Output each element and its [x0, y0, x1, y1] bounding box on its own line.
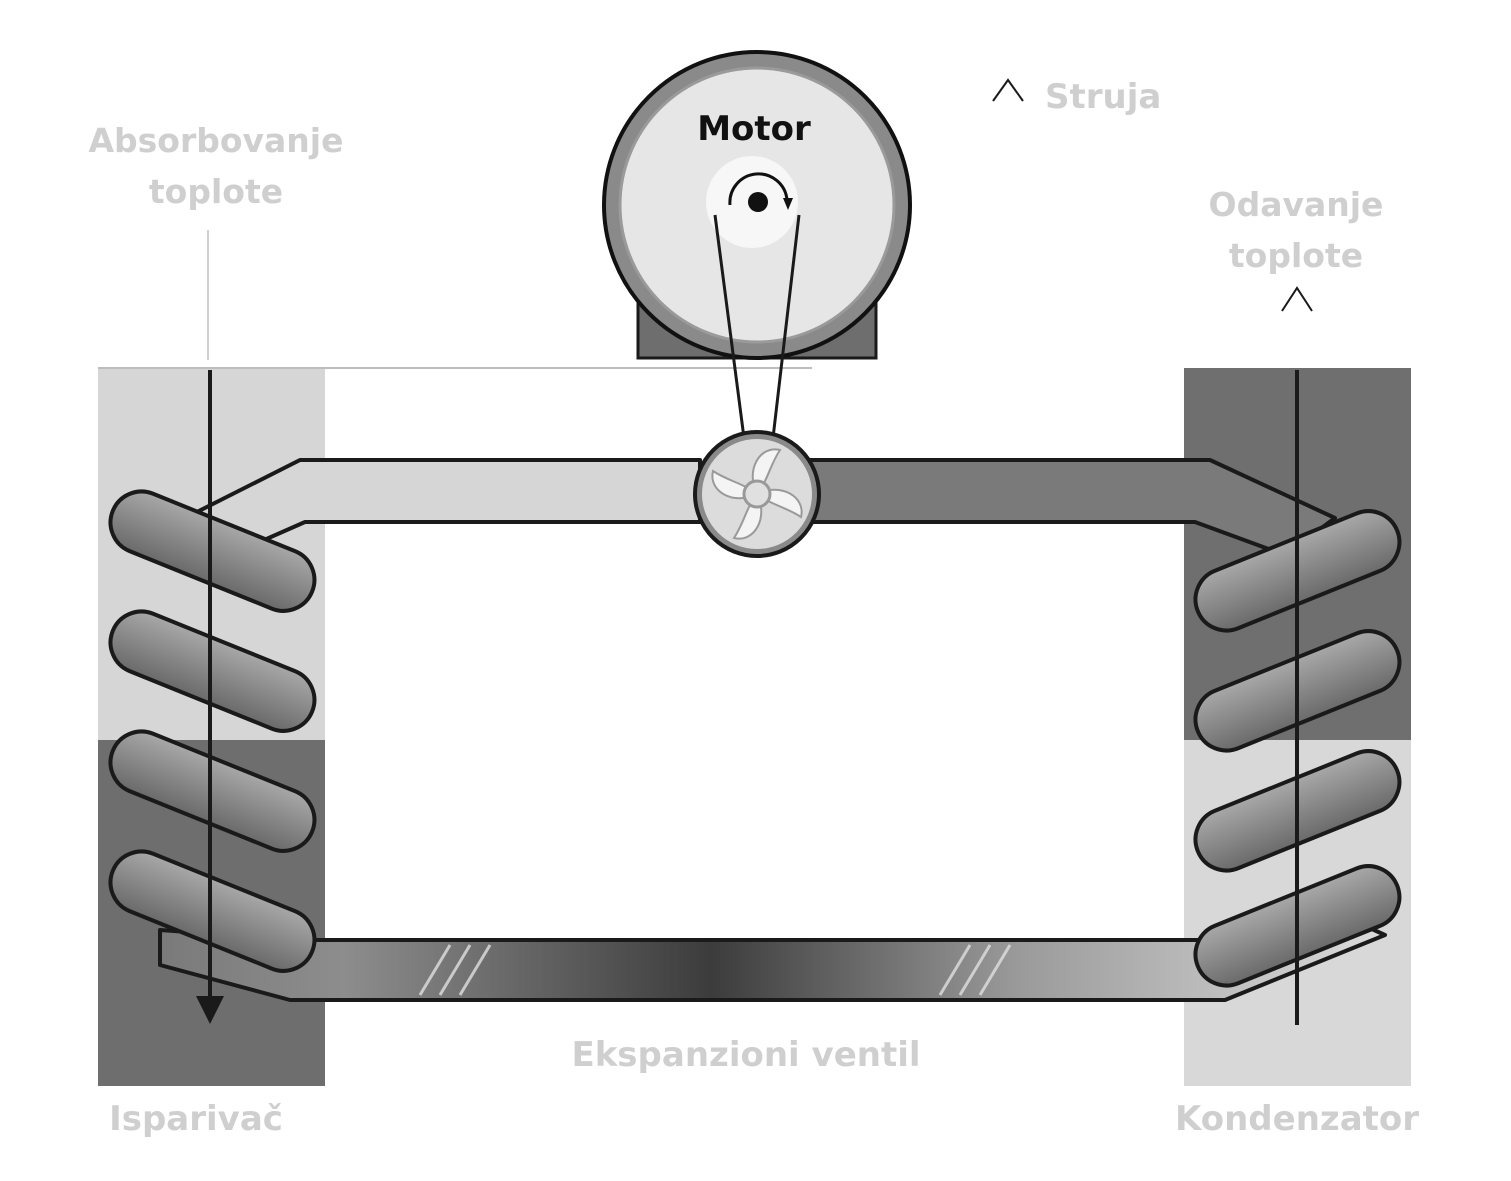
condenser-label: Kondenzator — [1175, 1099, 1419, 1139]
motor-label: Motor — [697, 109, 811, 149]
release-label-line2: toplote — [1229, 236, 1363, 275]
evaporator-coils — [108, 489, 317, 973]
clockwise-rotation-icon — [728, 172, 793, 212]
release-label-line1: Odavanje — [1209, 185, 1384, 224]
evaporator-label: Isparivač — [109, 1099, 283, 1139]
valve-label: Ekspanzioni ventil — [571, 1035, 920, 1075]
absorb-label-line2: toplote — [149, 172, 283, 211]
bottom-pipe — [158, 908, 1387, 1002]
arrow-down-icon — [196, 996, 224, 1024]
arrow-up-caret-icon — [1281, 286, 1313, 312]
motor — [602, 50, 912, 360]
absorb-label-line1: Absorbovanje — [88, 121, 343, 160]
drive-belt — [713, 214, 801, 439]
fan-icon — [693, 430, 821, 558]
arrow-up-caret-icon — [992, 78, 1024, 102]
struja-label: Struja — [1045, 77, 1161, 117]
